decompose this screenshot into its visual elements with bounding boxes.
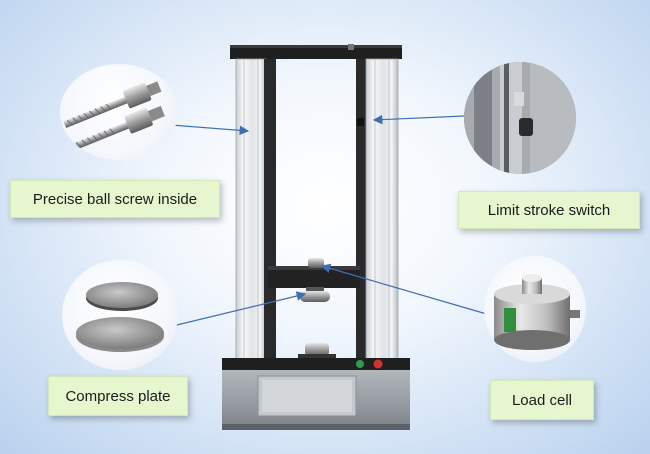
limit-switch-icon [464,62,576,174]
compress-plate-icon [76,282,164,352]
callout-load-cell: Load cell [490,380,594,420]
moving-crossbeam [268,258,360,302]
limit-switch-knob [357,118,364,126]
ball-screw-icon [63,81,165,151]
callout-compress-plate-label: Compress plate [65,387,171,405]
arrow-limit-switch [372,114,465,125]
limit-switch-detail [464,62,576,174]
callout-ball-screw-label: Precise ball screw inside [32,190,198,208]
callout-compress-plate: Compress plate [48,376,188,416]
top-crossbeam [230,44,402,59]
compress-plate-detail [62,260,178,370]
left-column [235,58,276,362]
stop-button [373,359,383,369]
base-cabinet [222,358,410,430]
callout-limit-switch: Limit stroke switch [458,191,640,229]
upper-compress-plate [300,291,330,302]
start-button [356,360,364,368]
load-cell-label [504,308,516,332]
callout-load-cell-label: Load cell [511,391,573,409]
callout-limit-switch-label: Limit stroke switch [487,201,611,219]
ball-screw-detail [60,64,178,160]
callout-ball-screw: Precise ball screw inside [10,180,220,218]
arrow-load-cell [320,263,491,316]
load-cell-mount [308,258,324,268]
right-column [356,58,399,362]
arrow-compress-plate [155,291,307,331]
load-cell-detail [484,256,586,362]
load-cell-icon [494,274,580,350]
